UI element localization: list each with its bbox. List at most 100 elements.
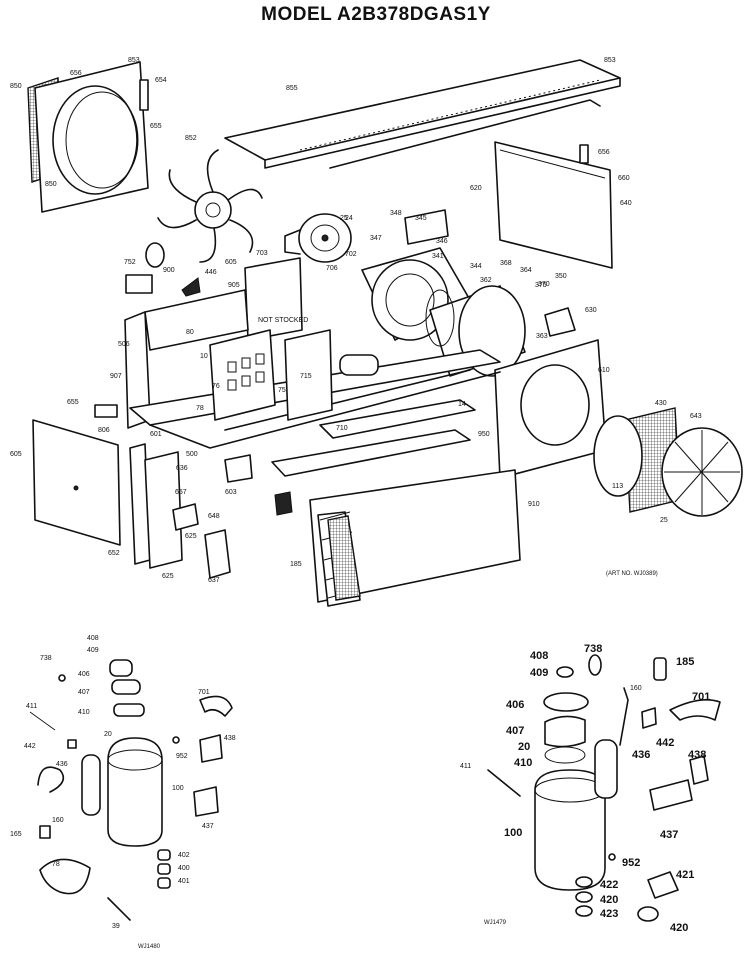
control-bracket bbox=[404, 209, 449, 245]
callout: 24 bbox=[345, 215, 353, 222]
callout: 625 bbox=[185, 533, 197, 540]
callout: 165 bbox=[10, 831, 22, 838]
vertical-rail bbox=[129, 443, 183, 569]
callout: 852 bbox=[185, 135, 197, 142]
callout: 706 bbox=[326, 265, 338, 272]
callout: 14 bbox=[458, 401, 466, 408]
callout: 402 bbox=[178, 852, 190, 859]
callout: 364 bbox=[520, 267, 532, 274]
callout: 850 bbox=[10, 83, 22, 90]
callout: 655 bbox=[150, 123, 162, 130]
callout: 605 bbox=[225, 259, 237, 266]
callout: 423 bbox=[600, 908, 618, 920]
callout: 656 bbox=[70, 70, 82, 77]
evaporator-panel bbox=[494, 339, 607, 479]
callout: 500 bbox=[186, 451, 198, 458]
art-number: (ART NO. WJ0389) bbox=[606, 571, 658, 577]
callout: 853 bbox=[128, 57, 140, 64]
callout: 850 bbox=[45, 181, 57, 188]
condenser-fan-blade bbox=[157, 149, 263, 263]
callout: 853 bbox=[604, 57, 616, 64]
callout: 421 bbox=[676, 869, 694, 881]
callout: 701 bbox=[198, 689, 210, 696]
callout: 345 bbox=[415, 215, 427, 222]
callout: 952 bbox=[622, 857, 640, 869]
callout: 907 bbox=[110, 373, 122, 380]
callout: 703 bbox=[256, 250, 268, 257]
callout: 410 bbox=[514, 757, 532, 769]
callout: 185 bbox=[676, 656, 694, 668]
callout: 620 bbox=[470, 185, 482, 192]
callout: 409 bbox=[87, 647, 99, 654]
callout: 436 bbox=[632, 749, 650, 761]
callout: 905 bbox=[228, 282, 240, 289]
callout: 113 bbox=[612, 483, 623, 490]
callout: 185 bbox=[290, 561, 302, 568]
callout: 411 bbox=[26, 703, 37, 710]
callout: 442 bbox=[656, 737, 674, 749]
small-brackets bbox=[94, 242, 576, 579]
callout: 362 bbox=[480, 277, 492, 284]
callout: 437 bbox=[660, 829, 678, 841]
callout: 855 bbox=[286, 85, 298, 92]
callout: 368 bbox=[500, 260, 512, 267]
compressor-left-callouts: 408 409 738 406 407 410 20 701 411 442 9… bbox=[10, 635, 236, 950]
callout: 630 bbox=[585, 307, 597, 314]
callout: 160 bbox=[52, 817, 64, 824]
evaporator-coil bbox=[274, 469, 521, 607]
callout: 78 bbox=[52, 861, 60, 868]
callout: 752 bbox=[124, 259, 136, 266]
right-side-panel bbox=[494, 141, 613, 269]
callout: 401 bbox=[178, 878, 190, 885]
callout: 100 bbox=[504, 827, 522, 839]
callout: 20 bbox=[104, 731, 112, 738]
callout: 75 bbox=[278, 387, 286, 394]
callout: 406 bbox=[506, 699, 524, 711]
callout: 950 bbox=[478, 431, 490, 438]
callout: 636 bbox=[176, 465, 188, 472]
callout: 605 bbox=[10, 451, 22, 458]
callout: 422 bbox=[600, 879, 618, 891]
callout: 375 bbox=[535, 282, 547, 289]
top-cover-panel bbox=[224, 59, 621, 169]
callout: 411 bbox=[460, 763, 471, 770]
callout: 656 bbox=[598, 149, 610, 156]
condenser-shroud bbox=[34, 61, 149, 213]
evaporator-fan-blade bbox=[661, 427, 743, 517]
callout: 738 bbox=[40, 655, 52, 662]
callout: 715 bbox=[300, 373, 312, 380]
callout: 400 bbox=[178, 865, 190, 872]
callout: 436 bbox=[56, 761, 68, 768]
motor-bracket bbox=[244, 257, 303, 341]
drawing-code: WJ1480 bbox=[138, 944, 161, 950]
partition-panel bbox=[284, 329, 379, 421]
fan-motor bbox=[284, 213, 352, 263]
compressor-left-assembly bbox=[29, 659, 233, 921]
callout: 407 bbox=[78, 689, 90, 696]
callout: 363 bbox=[536, 333, 548, 340]
callout: 625 bbox=[162, 573, 174, 580]
callout: 660 bbox=[618, 175, 630, 182]
callout: 76 bbox=[212, 383, 220, 390]
callout: 643 bbox=[690, 413, 702, 420]
left-front-panel bbox=[32, 419, 121, 546]
callout: 370 bbox=[538, 281, 550, 288]
callout: 438 bbox=[224, 735, 236, 742]
callout: 406 bbox=[78, 671, 90, 678]
callout: 341 bbox=[432, 253, 444, 260]
compressor-right-assembly bbox=[487, 654, 721, 922]
callout: 603 bbox=[225, 489, 237, 496]
diagram-title: MODEL A2B378DGAS1Y bbox=[261, 4, 491, 25]
callout: 346 bbox=[436, 238, 448, 245]
callout: 408 bbox=[87, 635, 99, 642]
callout: 610 bbox=[598, 367, 610, 374]
callout: 702 bbox=[345, 251, 357, 258]
callout: 409 bbox=[530, 667, 548, 679]
main-callouts: 853 656 850 853 655 654 852 850 855 620 … bbox=[10, 57, 702, 584]
callout: 654 bbox=[155, 77, 167, 84]
callout: 100 bbox=[172, 785, 184, 792]
drain-tray bbox=[271, 399, 476, 477]
callout: 350 bbox=[555, 273, 567, 280]
callout: 420 bbox=[670, 922, 688, 934]
